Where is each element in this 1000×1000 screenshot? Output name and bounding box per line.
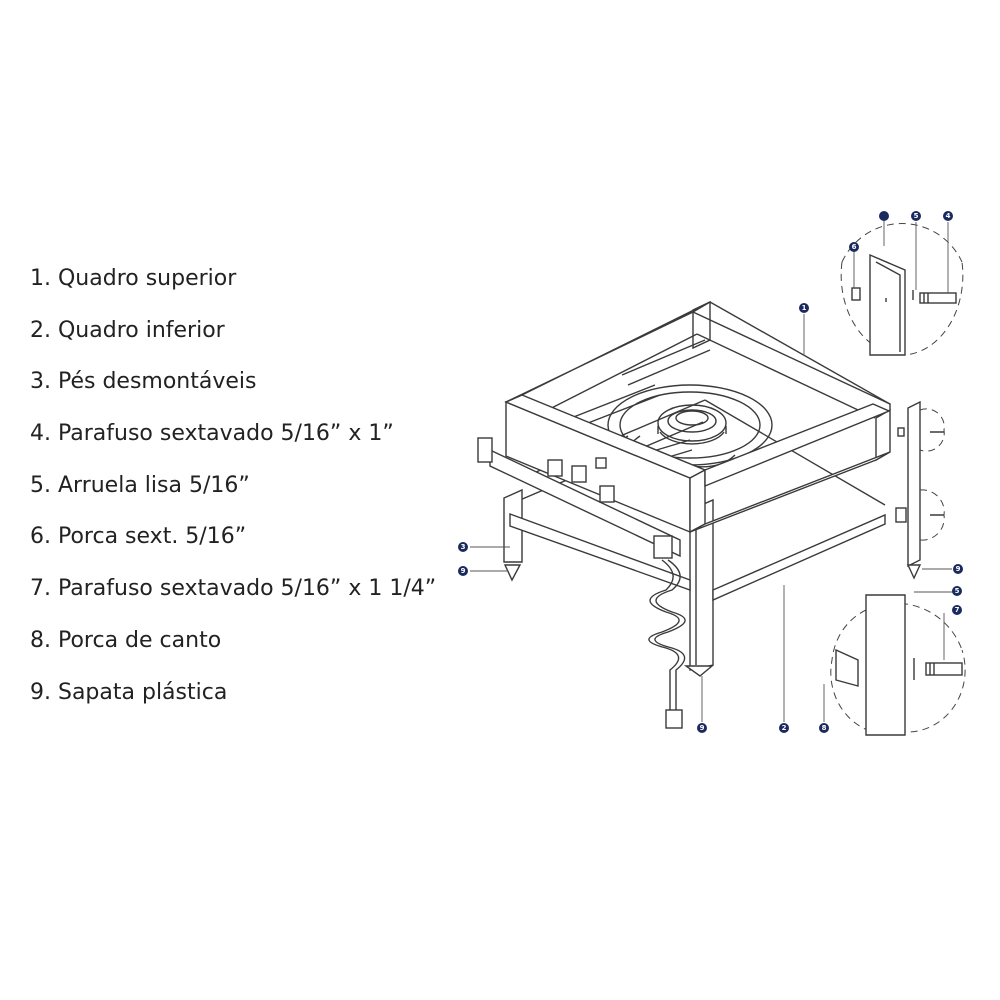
- callout-badge: 7: [952, 605, 962, 615]
- callout-badge: 6: [849, 242, 859, 252]
- callout-badge: 3: [458, 542, 468, 552]
- detail-bottom: [830, 594, 966, 736]
- svg-text:5: 5: [914, 212, 919, 220]
- legend-item-4: 4. Parafuso sextavado 5/16” x 1”: [30, 421, 394, 447]
- legend-item-9: 9. Sapata plástica: [30, 679, 228, 705]
- svg-text:2: 2: [782, 724, 787, 732]
- svg-text:9: 9: [461, 567, 466, 575]
- legend-item-2: 2. Quadro inferior: [30, 317, 225, 343]
- detail-leg: [895, 400, 945, 580]
- leader-lines: [470, 220, 957, 722]
- svg-text:1: 1: [802, 304, 807, 312]
- callout-badge: 2: [779, 723, 789, 733]
- callout-badge: 5: [952, 586, 962, 596]
- legend-item-1: 1. Quadro superior: [30, 266, 237, 291]
- callout-badge: [879, 211, 889, 221]
- detail-top: [840, 223, 964, 356]
- svg-text:4: 4: [946, 212, 951, 220]
- gas-valves: [477, 437, 681, 559]
- callout-badge: 9: [697, 723, 707, 733]
- parts-legend: 1. Quadro superior 2. Quadro inferior 3.…: [30, 262, 436, 727]
- legend-item-8: 8. Porca de canto: [30, 627, 222, 653]
- svg-text:5: 5: [955, 587, 960, 595]
- gas-hose: [648, 559, 686, 729]
- callout-badge: 9: [458, 566, 468, 576]
- svg-text:7: 7: [955, 606, 960, 614]
- legend-item-5: 5. Arruela lisa 5/16”: [30, 472, 250, 498]
- callout-badge: 8: [819, 723, 829, 733]
- legend-item-3: 3. Pés desmontáveis: [30, 369, 257, 395]
- legend-item-6: 6. Porca sext. 5/16”: [30, 524, 247, 550]
- callout-badges: 5 4 6 1 3 9 9 2 9 5 7 8: [458, 211, 963, 733]
- callout-badge: 9: [953, 564, 963, 574]
- stove-frame: [477, 300, 891, 729]
- svg-text:3: 3: [461, 543, 466, 551]
- svg-text:9: 9: [700, 724, 705, 732]
- callout-badge: 1: [799, 303, 809, 313]
- callout-badge: 4: [943, 211, 953, 221]
- legend-item-7: 7. Parafuso sextavado 5/16” x 1 1/4”: [30, 576, 437, 602]
- svg-text:8: 8: [822, 724, 827, 732]
- svg-text:9: 9: [956, 565, 961, 573]
- svg-text:6: 6: [852, 243, 857, 251]
- callout-badge: 5: [911, 211, 921, 221]
